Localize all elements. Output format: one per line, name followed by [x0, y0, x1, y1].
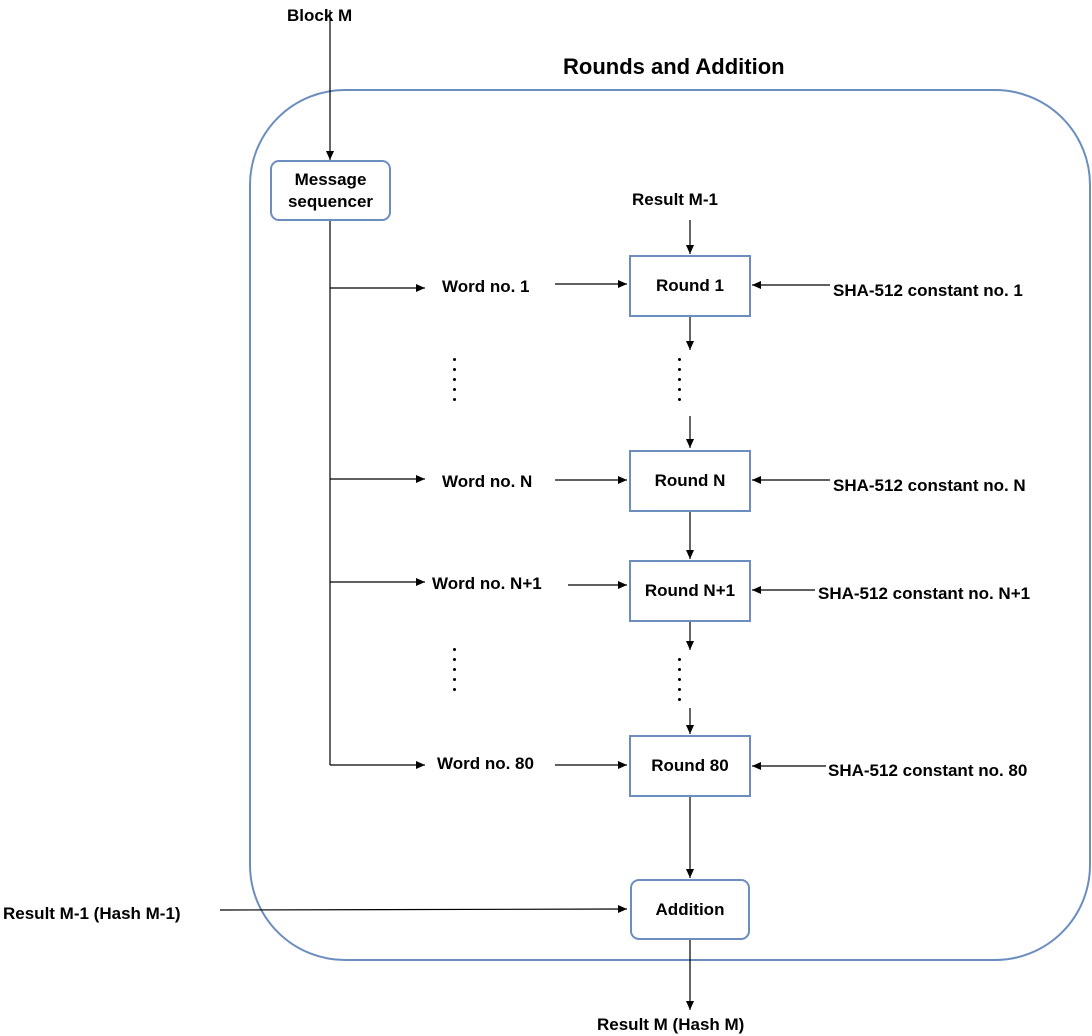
- word-80-label: Word no. 80: [437, 754, 534, 773]
- round-n1-node: Round N+1: [629, 560, 751, 622]
- round-1-label: Round 1: [656, 276, 724, 295]
- block-m-label: Block M: [287, 6, 353, 25]
- constant-1-label: SHA-512 constant no. 1: [833, 281, 1023, 300]
- word-n1-label: Word no. N+1: [432, 574, 542, 593]
- round-ellipsis-lower: [678, 658, 682, 708]
- round-n-node: Round N: [629, 450, 751, 512]
- rounds-container: [249, 89, 1091, 961]
- output-label: Result M (Hash M): [597, 1015, 745, 1034]
- round-80-label: Round 80: [651, 756, 729, 775]
- round-80-node: Round 80: [629, 735, 751, 797]
- constant-n-label: SHA-512 constant no. N: [833, 476, 1026, 495]
- word-n-label: Word no. N: [442, 472, 533, 491]
- word-1-label: Word no. 1: [442, 277, 530, 296]
- constant-80-label: SHA-512 constant no. 80: [828, 761, 1028, 780]
- diagram-title: Rounds and Addition: [563, 54, 785, 79]
- message-sequencer-node: Message sequencer: [270, 160, 391, 221]
- prev-hash-arrow: [219, 905, 628, 914]
- round-1-node: Round 1: [629, 255, 751, 317]
- word-ellipsis-upper: [453, 358, 457, 408]
- word-ellipsis-lower: [453, 648, 457, 698]
- addition-node: Addition: [630, 879, 750, 940]
- constant-n1-label: SHA-512 constant no. N+1: [818, 584, 1031, 603]
- prev-hash-label: Result M-1 (Hash M-1): [3, 904, 181, 923]
- round-n-label: Round N: [654, 471, 726, 490]
- addition-label: Addition: [655, 899, 725, 919]
- round-ellipsis-upper: [678, 358, 682, 408]
- message-sequencer-label: Message sequencer: [287, 169, 374, 211]
- round-n1-label: Round N+1: [644, 581, 736, 600]
- result-prev-label: Result M-1: [632, 190, 718, 209]
